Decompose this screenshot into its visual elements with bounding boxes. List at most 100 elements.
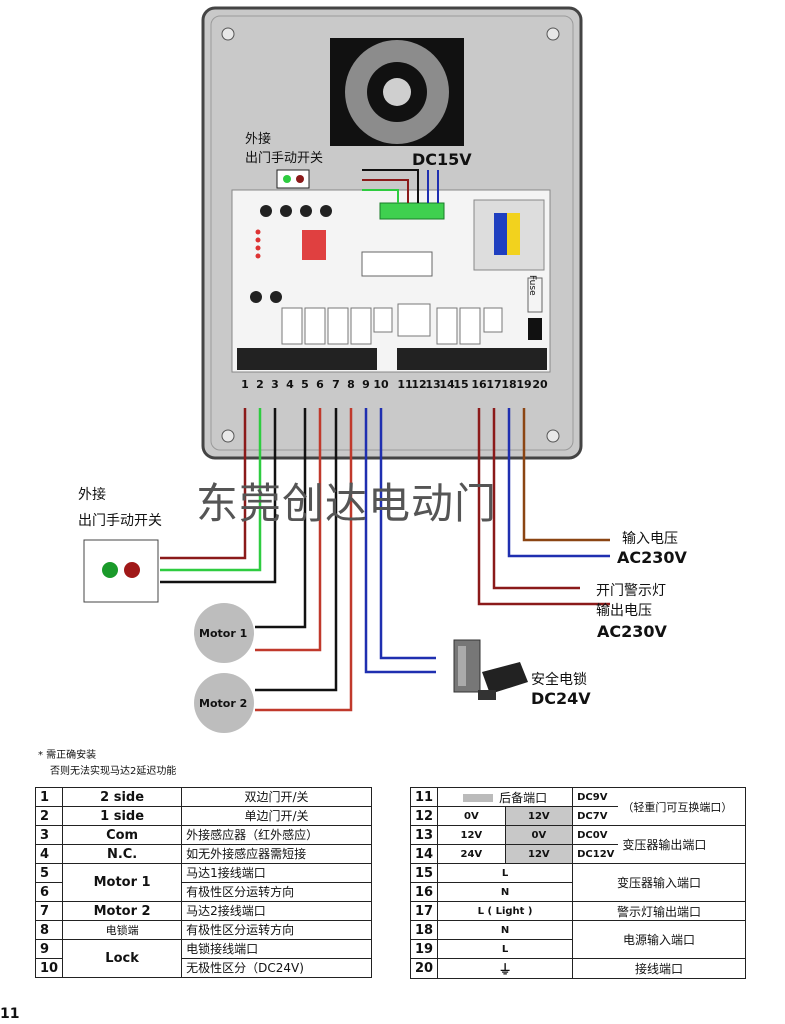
transformer-out-label: 变压器输出端口 bbox=[618, 825, 747, 864]
lock-label: 安全电锁 bbox=[531, 672, 587, 688]
pin-number: 9 bbox=[34, 939, 64, 959]
terminal-number: 3 bbox=[271, 378, 279, 391]
table-row: 3 Com 外接感应器（红外感应） bbox=[34, 825, 372, 845]
terminal-number: 14 bbox=[439, 378, 455, 391]
pin-number: 1 bbox=[34, 787, 64, 807]
pin-name: Lock bbox=[62, 939, 183, 978]
backup-port-cell: 后备端口 bbox=[437, 787, 574, 807]
terminal-number: 19 bbox=[516, 378, 531, 391]
page-number: 11 bbox=[0, 1006, 20, 1022]
table-row: 13 12V 0V DC0V 变压器输出端口 bbox=[409, 825, 747, 864]
pin-desc: 双边门开/关 bbox=[181, 787, 372, 807]
volt-label: DC9V bbox=[572, 787, 619, 807]
terminal-number: 13 bbox=[425, 378, 440, 391]
terminal-number: 8 bbox=[347, 378, 355, 391]
motor1-label: Motor 1 bbox=[199, 627, 248, 640]
pin-number: 3 bbox=[34, 825, 64, 845]
screw-icons bbox=[221, 27, 560, 443]
table-row: 9 Lock 电锁接线端口 bbox=[34, 939, 372, 978]
input-voltage-value: AC230V bbox=[617, 548, 687, 567]
table-row: 18 N 电源输入端口 bbox=[409, 920, 746, 959]
terminal-number: 17 bbox=[486, 378, 501, 391]
pin-name: N.C. bbox=[62, 844, 183, 864]
pin-number: 10 bbox=[34, 958, 64, 978]
volt-label: DC7V bbox=[572, 806, 619, 826]
top-switch-label-line1: 外接 bbox=[245, 132, 272, 147]
terminal-number: 6 bbox=[316, 378, 324, 391]
swap-note: （轻重门可互换端口） bbox=[618, 787, 747, 826]
table-row: 14 24V 12V DC12V bbox=[409, 844, 746, 864]
external-switch bbox=[83, 539, 159, 603]
pin-number: 19 bbox=[409, 939, 439, 959]
warning-light-label-2: 输出电压 bbox=[596, 603, 652, 619]
lock-icon bbox=[453, 639, 528, 700]
volt-label: DC12V bbox=[572, 844, 619, 864]
top-switch-label-line2: 出门手动开关 bbox=[245, 151, 324, 166]
backup-port-label: 后备端口 bbox=[499, 790, 548, 805]
pin-number: 14 bbox=[409, 844, 439, 864]
terminal-number: 18 bbox=[501, 378, 516, 391]
table-row: 20 ⏚ 接线端口 bbox=[409, 958, 746, 979]
volt-label: DC0V bbox=[572, 825, 619, 845]
dc-connector bbox=[379, 202, 445, 220]
pin-desc: 如无外接感应器需短接 bbox=[181, 844, 372, 864]
pin-number: 7 bbox=[34, 901, 64, 921]
fuse-label: Fuse bbox=[527, 275, 537, 296]
external-switch-label: 外接 出门手动开关 bbox=[78, 484, 162, 530]
table-row: 7 Motor 2 马达2接线端口 bbox=[34, 901, 372, 921]
power-in-label: 电源输入端口 bbox=[572, 920, 746, 959]
left-pin-table: 1 2 side 双边门开/关 2 1 side 单边门开/关 3 Com 外接… bbox=[34, 787, 372, 978]
pin-mid: L bbox=[437, 939, 574, 959]
pin-number: 6 bbox=[34, 882, 64, 902]
terminal-number: 15 bbox=[453, 378, 468, 391]
pin-number: 17 bbox=[409, 901, 439, 921]
motor2-label: Motor 2 bbox=[199, 697, 248, 710]
terminal-number: 2 bbox=[256, 378, 264, 391]
pin-number: 16 bbox=[409, 882, 439, 902]
terminal-number: 1 bbox=[241, 378, 249, 391]
right-pin-table: 11 后备端口 DC9V （轻重门可互换端口） 12 0V 12V DC7V 1… bbox=[409, 787, 747, 979]
table-row: 11 后备端口 DC9V （轻重门可互换端口） bbox=[409, 787, 747, 826]
terminal-number: 4 bbox=[286, 378, 294, 391]
pin-number: 5 bbox=[34, 863, 64, 883]
motor2-icon bbox=[194, 673, 254, 733]
pin-number: 12 bbox=[409, 806, 439, 826]
pin-number: 20 bbox=[409, 958, 439, 979]
pin-mid: N bbox=[437, 882, 574, 902]
table-row: 19 L bbox=[409, 939, 746, 959]
warning-light-value: AC230V bbox=[597, 622, 667, 641]
pin-number: 18 bbox=[409, 920, 439, 940]
table-row: 5 Motor 1 马达1接线端口 bbox=[34, 863, 372, 902]
pin-desc: 有极性区分运转方向 bbox=[181, 920, 372, 940]
table-row: 8 电锁端 有极性区分运转方向 bbox=[34, 920, 372, 940]
terminal-number: 16 bbox=[471, 378, 487, 391]
pin-number: 13 bbox=[409, 825, 439, 845]
pin-name: 1 side bbox=[62, 806, 183, 826]
pin-desc: 马达2接线端口 bbox=[181, 901, 372, 921]
pin-desc: 电锁接线端口 bbox=[181, 939, 372, 959]
pin-desc: 外接感应器（红外感应） bbox=[181, 825, 372, 845]
motor1-icon bbox=[194, 603, 254, 663]
top-switch bbox=[276, 169, 310, 189]
warning-light-label-1: 开门警示灯 bbox=[596, 583, 666, 599]
terminal-number: 10 bbox=[373, 378, 389, 391]
pin-number: 4 bbox=[34, 844, 64, 864]
terminal-number: 11 bbox=[397, 378, 412, 391]
volt-a: 24V bbox=[437, 844, 506, 864]
terminal-number: 5 bbox=[301, 378, 309, 391]
pin-name: Motor 1 bbox=[62, 863, 183, 902]
pin-desc: 马达1接线端口 bbox=[181, 863, 372, 883]
input-voltage-label: 输入电压 bbox=[622, 531, 678, 547]
external-switch-label-line2: 出门手动开关 bbox=[78, 513, 162, 529]
table-row: 17 L ( Light ) 警示灯输出端口 bbox=[409, 901, 746, 921]
ground-icon: ⏚ bbox=[437, 958, 574, 979]
top-switch-label: 外接 出门手动开关 bbox=[245, 128, 323, 166]
note-line2: 否则无法实现马达2延迟功能 bbox=[50, 766, 177, 777]
pin-number: 8 bbox=[34, 920, 64, 940]
terminal-number: 12 bbox=[411, 378, 426, 391]
warning-out-label: 警示灯输出端口 bbox=[572, 901, 746, 921]
table-row: 6 有极性区分运转方向 bbox=[34, 882, 372, 902]
ground-port-label: 接线端口 bbox=[572, 958, 746, 979]
pin-mid: L bbox=[437, 863, 574, 883]
